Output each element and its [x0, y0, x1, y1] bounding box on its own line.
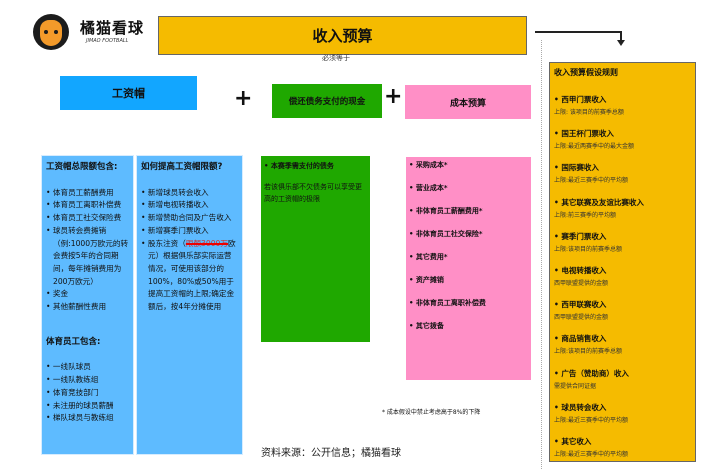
- rule-name: 球员转会收入: [554, 402, 691, 413]
- text: 本赛季需支付的债务: [270, 162, 334, 170]
- salary-cap-box: 工资帽: [60, 76, 197, 110]
- rule-desc: 上限:前三赛季的平均额: [554, 211, 617, 219]
- text: 股东注资（: [147, 238, 186, 248]
- rule-name: 国王杯门票收入: [554, 128, 691, 139]
- panel-title: 工资帽总限额包含:: [46, 162, 118, 172]
- list-item: 新增电视转播收入: [141, 199, 238, 212]
- list-item: 新增赞助合同及广告收入: [141, 212, 238, 225]
- list-item: 非体育员工薪酬费用*: [409, 206, 528, 229]
- rule-desc: 上限: 该项目的前赛季总额: [554, 109, 624, 116]
- salary-cap-components-panel: 工资帽总限额包含: 体育员工薪酬费用 体育员工离职补偿费 体育员工社交保险费 球…: [41, 155, 134, 455]
- list-item: 体育员工离职补偿费: [46, 199, 129, 212]
- list-item: 体育竞技部门: [46, 387, 129, 400]
- debt-note: 若该俱乐部不欠债务可以享受更高的工资帽的极限: [264, 183, 362, 203]
- list-item: 营业成本*: [409, 183, 528, 206]
- raise-cap-panel: 如何提高工资帽限额? 新增球员转会收入 新增电视转播收入 新增赞助合同及广告收入…: [136, 155, 243, 455]
- rule-name: 广告（赞助商）收入: [554, 368, 691, 379]
- debt-panel: • 本赛季需支付的债务 若该俱乐部不欠债务可以享受更高的工资帽的极限: [261, 156, 370, 342]
- list-item: 非体育员工离职补偿费: [409, 298, 528, 321]
- debt-cash-box: 偿还债务支付的现金: [272, 84, 382, 118]
- footnote: * 成本假设中禁止考虑高于8%的下降: [382, 409, 481, 416]
- plus-icon: +: [384, 84, 403, 109]
- rule-desc: 上限:该项目的前赛季总额: [554, 348, 623, 356]
- panel-title: 收入预算假设规则: [554, 68, 618, 77]
- list-item: 其他薪酬性费用: [46, 301, 129, 314]
- rule-desc: 需提供合同证据: [554, 382, 597, 390]
- text: 欧元）根据俱乐部实际运营情况，可使用该部分的100%，80%或50%用于提高工资…: [148, 238, 236, 312]
- rule-desc: 上限:最近三赛季中的平均额: [554, 177, 629, 185]
- list-item: 非体育员工社交保险*: [409, 229, 528, 252]
- list-item: 体育员工薪酬费用: [46, 187, 129, 200]
- rule-name: 西甲门票收入: [554, 94, 691, 105]
- list-item: 一线队球员: [46, 361, 129, 374]
- list-item: 其它拨备: [409, 321, 528, 344]
- list-item: 新增球员转会收入: [141, 187, 238, 200]
- list-item: 新增赛季门票收入: [141, 225, 238, 238]
- rule-name: 电视转播收入: [554, 265, 691, 276]
- list-item: 未注册的球员薪酬: [46, 400, 129, 413]
- list-item: 其它费用*: [409, 252, 528, 275]
- rule-name: 西甲联赛收入: [554, 299, 691, 310]
- list-item: 一线队教练组: [46, 374, 129, 387]
- list-item: • 本赛季需支付的债务: [264, 162, 334, 170]
- list-item: 球员转会费摊销（例:1000万欧元的转会费按5年的合同期间，每年摊销费用为200…: [46, 225, 129, 289]
- list-item: 采购成本*: [409, 160, 528, 183]
- rule-desc: 上限:最近三赛季中的平均额: [554, 450, 629, 458]
- arrow-down-icon: [617, 40, 625, 46]
- source-note: 资料来源：公开信息；橘猫看球: [261, 448, 401, 459]
- brand-subtitle: JIMAO FOOTBALL: [86, 38, 129, 44]
- brand-name: 橘猫看球: [80, 19, 145, 37]
- connector-line: [535, 31, 621, 33]
- must-equal-label: 必须等于: [322, 54, 350, 62]
- list-item: 股东注资（限额3000万欧元）根据俱乐部实际运营情况，可使用该部分的100%，8…: [141, 238, 238, 314]
- rule-name: 赛季门票收入: [554, 231, 691, 242]
- connector-line: [620, 31, 622, 41]
- rule-name: 其它联赛及友谊比赛收入: [554, 197, 691, 208]
- cost-panel: 采购成本* 营业成本* 非体育员工薪酬费用* 非体育员工社交保险* 其它费用* …: [406, 157, 531, 380]
- rule-desc: 上限:最近三赛季中的平均额: [554, 416, 629, 424]
- panel-title: 如何提高工资帽限额?: [141, 162, 223, 172]
- divider: [541, 40, 542, 469]
- panel-subtitle: 体育员工包含:: [46, 336, 101, 347]
- list-item: 体育员工社交保险费: [46, 212, 129, 225]
- rule-desc: 上限:该项目的前赛季总额: [554, 245, 623, 253]
- list-item: 奖金: [46, 288, 129, 301]
- rule-name: 国际赛收入: [554, 162, 691, 173]
- rule-desc: 西甲联盟提供的金额: [554, 279, 609, 287]
- list-item: 梯队球员与教练组: [46, 412, 129, 425]
- revenue-budget-title: 收入预算: [158, 16, 527, 55]
- plus-icon: +: [234, 86, 253, 111]
- struck-text: 限额3000万: [185, 238, 228, 248]
- rule-name: 商品销售收入: [554, 333, 691, 344]
- rule-desc: 西甲联盟提供的金额: [554, 314, 609, 322]
- list-item: 资产摊销: [409, 275, 528, 298]
- rule-name: 其它收入: [554, 436, 691, 447]
- rule-desc: 上限:最近两赛季中的最大金额: [554, 143, 635, 151]
- logo-icon: [33, 14, 69, 50]
- cost-budget-box: 成本预算: [405, 85, 531, 119]
